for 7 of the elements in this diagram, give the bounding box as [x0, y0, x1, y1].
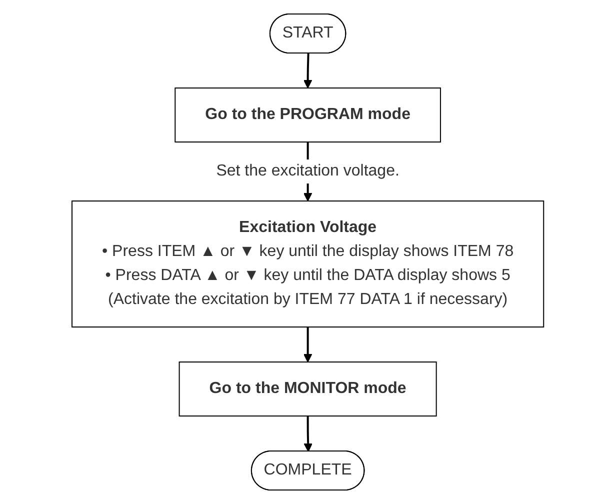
arrow — [303, 327, 312, 362]
node-box: Go to the MONITOR mode — [178, 362, 437, 416]
arrow — [303, 416, 312, 452]
arrow — [303, 53, 312, 88]
node-box: Go to the PROGRAM mode — [174, 88, 441, 142]
node-box: Excitation Voltage • Press ITEM ▲ or ▼ key until the display shows ITEM 78 • Press DATA ▲ or ▼ key until the DATA display shows 5 (Activate the excitation by ITEM 77 DATA 1 if necessary) — [71, 200, 544, 328]
edge-label: Set the excitation voltage. — [216, 162, 400, 180]
